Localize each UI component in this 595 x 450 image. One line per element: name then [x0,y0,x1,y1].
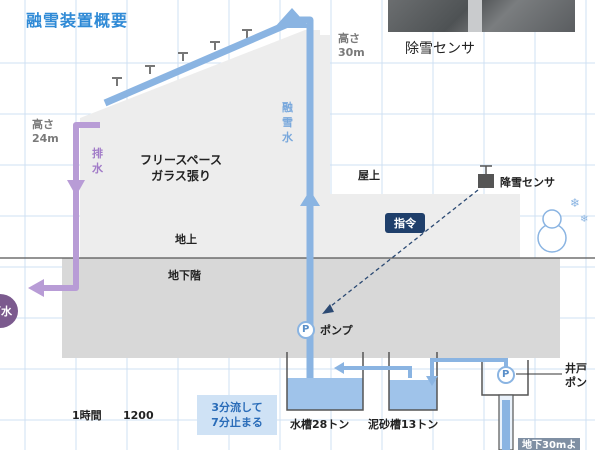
transfer-arrow-1 [334,362,344,374]
transfer-pipes [340,358,508,378]
snowmelt-water-label: 融 雪 水 [282,101,293,144]
drain-label: 排 水 [92,147,103,175]
well-depth-label: 地下30mよ [518,438,581,450]
sediment-tank [388,352,438,411]
well-pump-housing [481,360,529,450]
well-pump-circle [497,366,515,384]
snowflake-1: ❄ [570,196,580,210]
sediment-tank-label: 泥砂槽13トン [368,418,439,431]
building-upper [80,30,520,258]
pump-label: ポンプ [320,324,353,337]
drain-arrow-down [67,180,85,196]
diagram-title: 融雪装置概要 [26,11,129,30]
snowflake-2: ❄ [580,214,588,225]
photo-caption: 除雪センサ [405,41,475,57]
hourly-label: 1時間 [72,409,102,422]
ground-label: 地上 [175,233,197,246]
roof-fins [112,29,252,86]
snowman-illustration [537,209,567,253]
snowmelt-arrow-top [274,8,310,28]
rooftop-label: 屋上 [358,169,380,182]
drain-pipe [36,122,100,291]
height-30m-label: 高さ 30m [338,32,365,59]
well-pump-symbol: P [502,369,510,380]
command-arrowhead [322,304,334,314]
well-pump-label: 井戸 ポン [565,362,587,389]
transfer-arrow-2 [426,376,438,386]
sewer-outlet-label: 下水 [0,305,12,318]
snowmelt-arrow-mid [300,190,320,206]
height-24m-label: 高さ 24m [32,118,59,145]
water-tank-label: 水槽28トン [290,418,350,431]
free-space-label: フリースペース ガラス張り [140,153,222,183]
command-badge: 指令 [385,213,425,233]
hourly-value: 1200 [123,409,154,422]
operation-cycle-text: 3分流して 7分止まる [211,401,263,429]
water-tank [286,352,364,411]
basement-label: 地下階 [168,269,201,282]
pump-circle [297,321,315,339]
sensor-photo-post [468,0,482,32]
sewer-outlet: 下水 [0,294,18,328]
command-label: 指令 [394,217,416,230]
sensor-symbol [478,165,494,188]
command-line [325,189,479,311]
snowfall-sensor-label: 降雪センサ [500,176,555,189]
drain-arrow-left [28,279,44,297]
pump-symbol: P [302,324,310,335]
operation-cycle-box: 3分流して 7分止まる [197,395,277,435]
